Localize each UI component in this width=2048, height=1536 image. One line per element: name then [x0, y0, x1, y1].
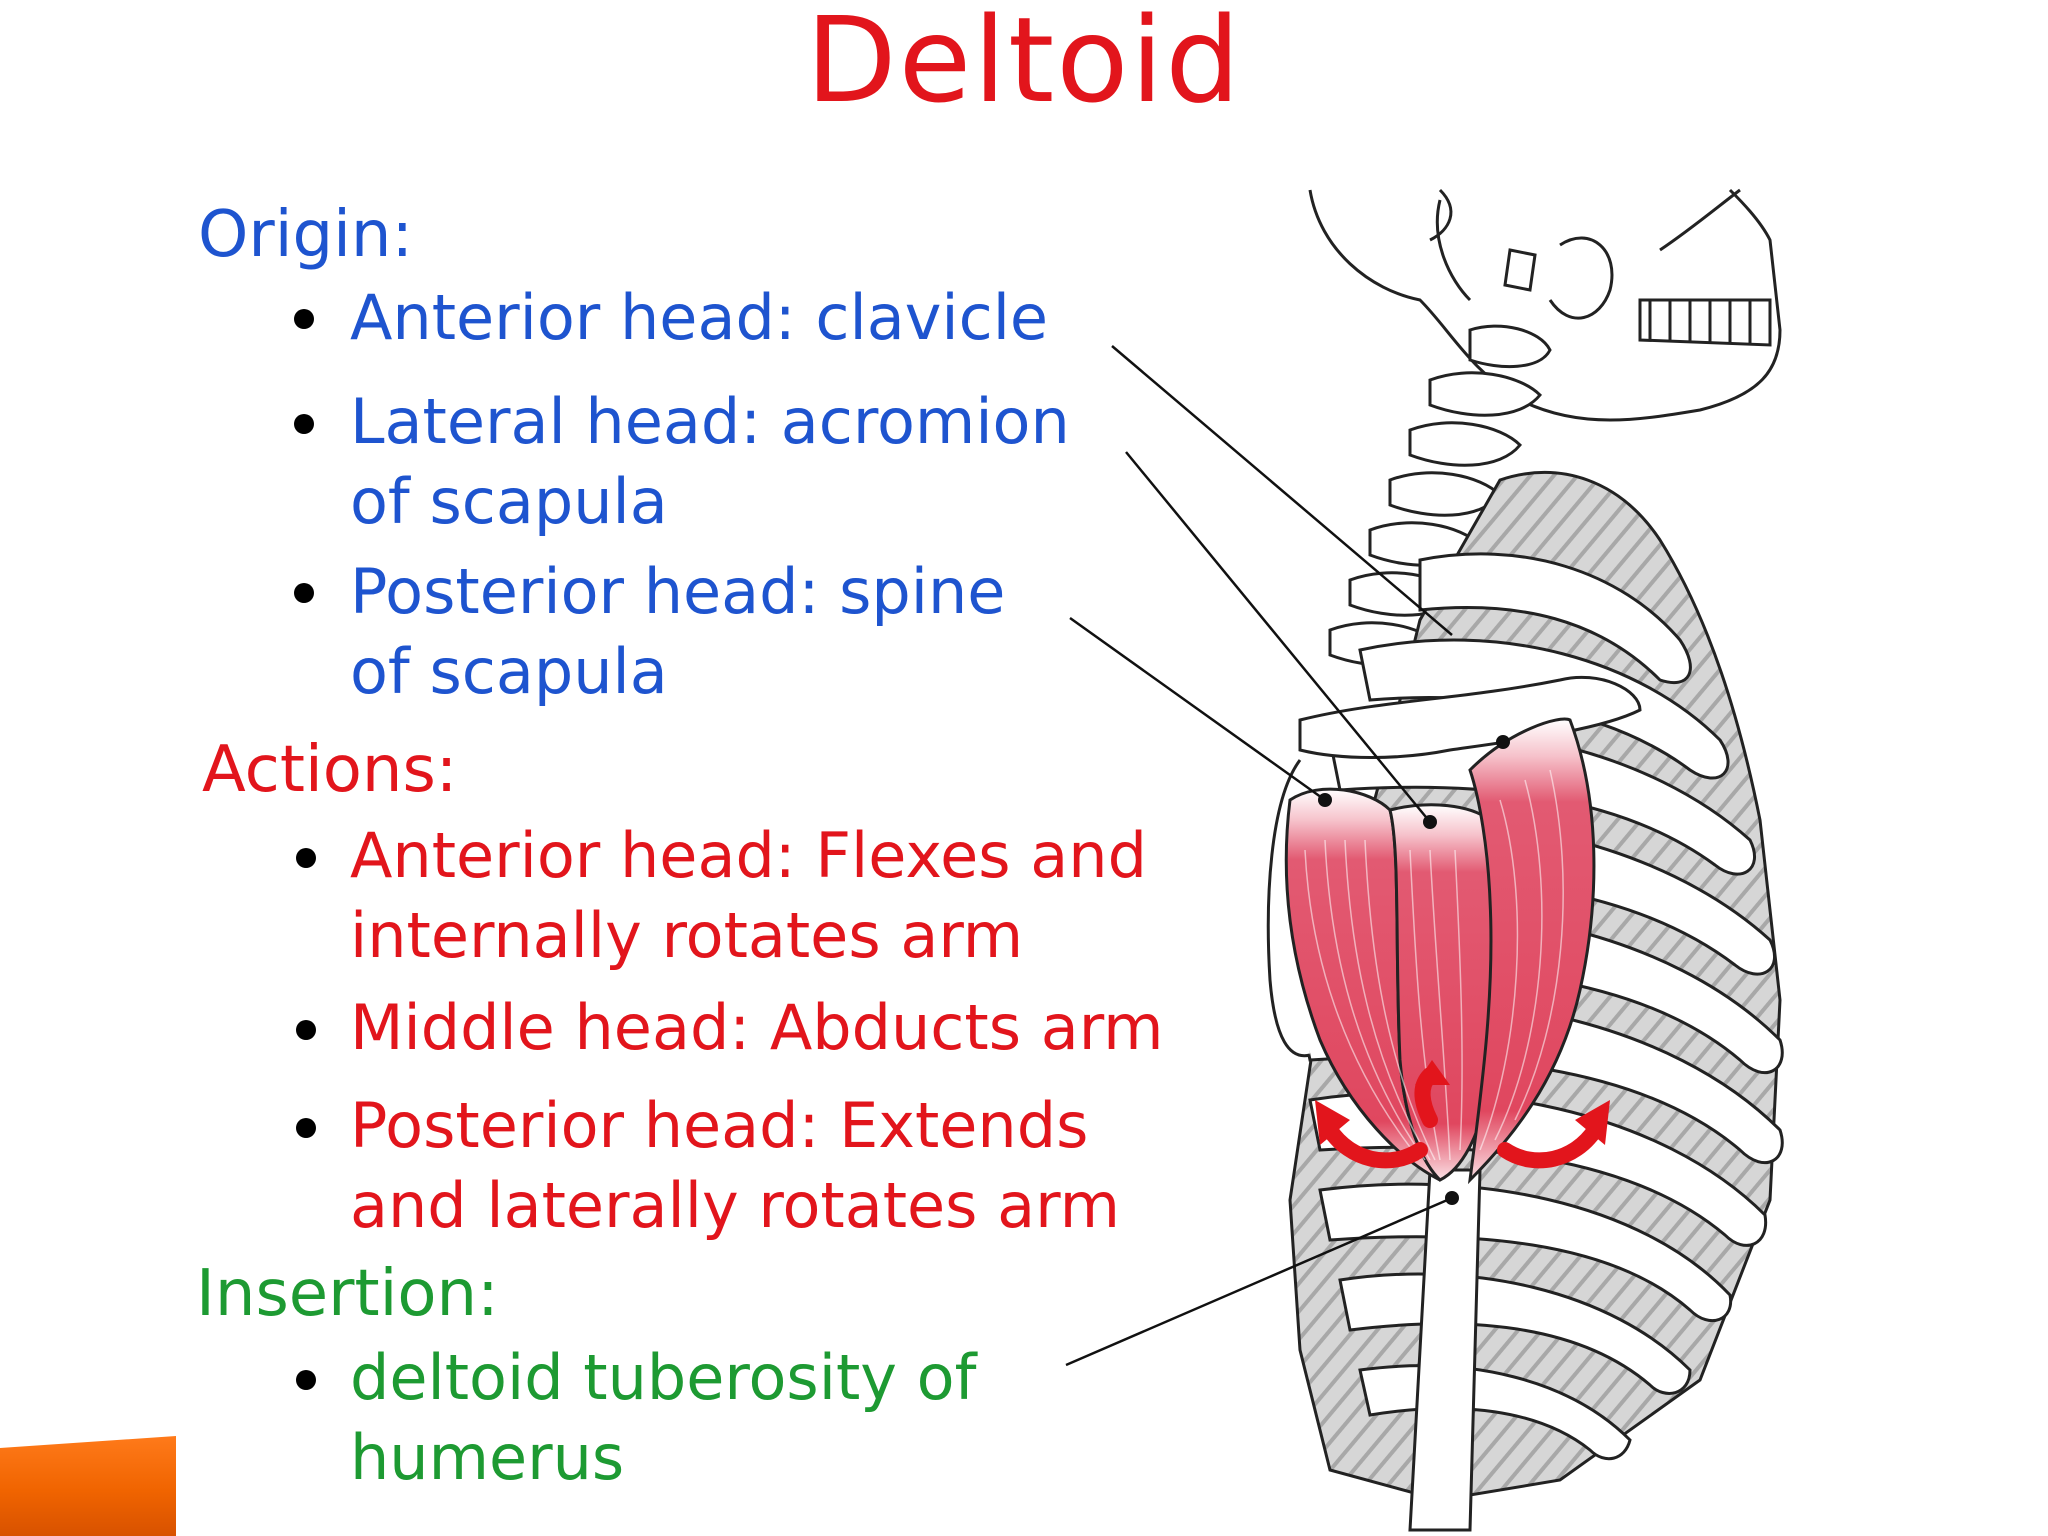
bullet-icon: [296, 1020, 316, 1040]
leader-line: [1065, 345, 1453, 1367]
origin-posterior-line-2: of scapula: [350, 635, 668, 708]
actions-posterior-line-2: and laterally rotates arm: [350, 1169, 1120, 1242]
origin-lateral-line-1: Lateral head: acromion: [350, 385, 1070, 458]
actions-middle-line-1: Middle head: Abducts arm: [350, 991, 1164, 1064]
deltoid-muscle-icon: [1284, 717, 1596, 1185]
actions-heading: Actions:: [202, 733, 458, 807]
bullet-icon: [294, 583, 314, 603]
bullet-icon: [296, 1370, 316, 1390]
slide-accent-shape: [0, 1436, 176, 1536]
bullet-icon: [294, 414, 314, 434]
origin-posterior-line-1: Posterior head: spine: [350, 555, 1006, 628]
actions-anterior-line-1: Anterior head: Flexes and: [350, 819, 1147, 892]
insertion-line-2: humerus: [350, 1421, 625, 1494]
origin-anterior-line-1: Anterior head: clavicle: [350, 281, 1049, 354]
arrow-head-icon: [1315, 1060, 1610, 1145]
page-title: Deltoid: [805, 0, 1243, 129]
insertion-line-1: deltoid tuberosity of: [350, 1341, 977, 1414]
insertion-heading: Insertion:: [196, 1257, 499, 1331]
actions-posterior-line-1: Posterior head: Extends: [350, 1089, 1089, 1162]
origin-heading: Origin:: [198, 198, 413, 272]
origin-lateral-line-2: of scapula: [350, 465, 668, 538]
bullet-icon: [294, 309, 314, 329]
actions-anterior-line-2: internally rotates arm: [350, 899, 1024, 972]
bullet-icon: [296, 848, 316, 868]
skull-icon: [1308, 188, 1782, 422]
bullet-icon: [296, 1118, 316, 1138]
